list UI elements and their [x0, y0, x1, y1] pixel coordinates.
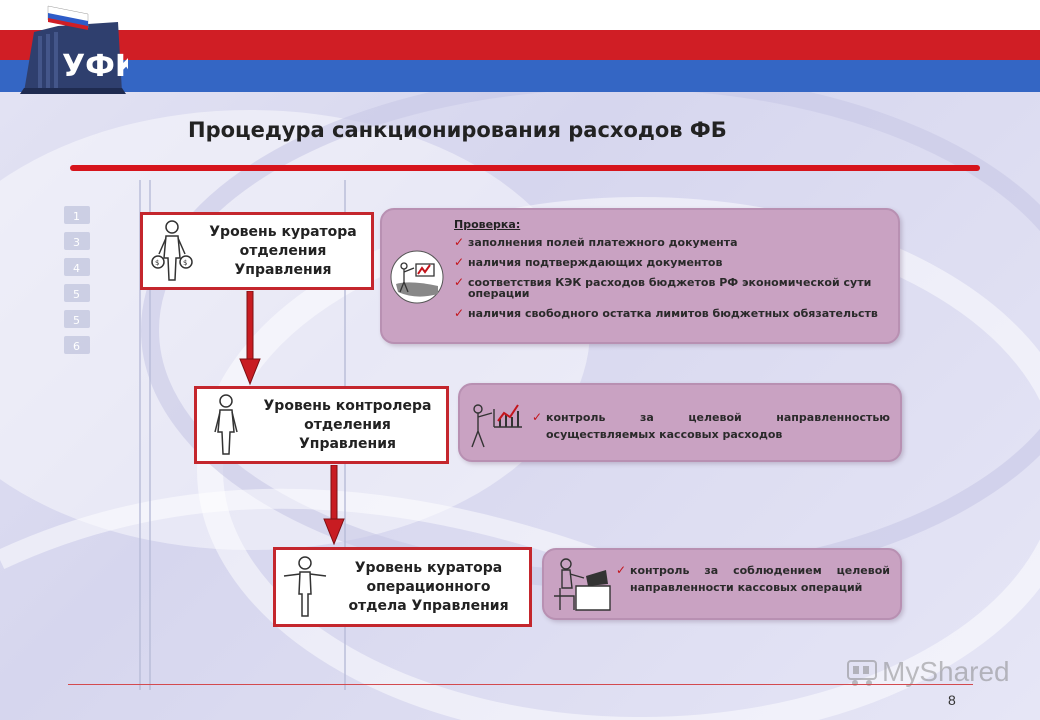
person-arms-out-icon: [283, 556, 327, 617]
svg-text:4: 4: [73, 262, 80, 275]
checkmark-icon: ✓: [454, 306, 465, 320]
check-heading: Проверка:: [454, 218, 521, 231]
header-red-stripe: [0, 30, 1040, 60]
down-arrow-icon: [239, 291, 261, 385]
svg-text:5: 5: [73, 288, 80, 301]
svg-text:1: 1: [73, 210, 80, 223]
level-1-label: Уровень куратора отделения Управления: [209, 223, 357, 278]
person-with-money-bags-icon: $ $: [151, 220, 193, 281]
down-arrow-icon: [323, 465, 345, 545]
panel-target-control: ✓контроль за целевой направленностью осу…: [458, 383, 902, 462]
svg-text:УФК: УФК: [62, 49, 128, 84]
level-3-label: Уровень куратора операционного отдела Уп…: [348, 559, 509, 614]
check-item: ✓наличия свободного остатка лимитов бюдж…: [454, 306, 878, 320]
checkmark-icon: ✓: [454, 255, 465, 269]
person-at-computer-icon: [554, 558, 611, 611]
page-number: 8: [948, 692, 956, 708]
level-controller-department: Уровень контролера отделения Управления: [194, 386, 449, 464]
header-white-stripe: [0, 0, 1040, 30]
checkmark-icon: ✓: [454, 235, 465, 249]
checkmark-icon: ✓: [616, 563, 627, 577]
panel-check-list: Проверка: ✓заполнения полей платежного д…: [380, 208, 900, 344]
check-item: ✓заполнения полей платежного документа: [454, 235, 738, 249]
check-item: ✓наличия подтверждающих документов: [454, 255, 723, 269]
svg-text:$: $: [183, 259, 187, 267]
level-curator-department: $ $ Уровень куратора отделения Управлени…: [140, 212, 374, 290]
svg-text:3: 3: [73, 236, 80, 249]
cart-logo-icon: [847, 660, 877, 686]
check-item: ✓контроль за целевой направленностью осу…: [532, 410, 890, 441]
svg-text:$: $: [155, 259, 159, 267]
checkmark-icon: ✓: [454, 275, 465, 289]
ufk-logo: УФК: [20, 5, 128, 94]
check-item: ✓соответствия КЭК расходов бюджетов РФ э…: [454, 275, 872, 300]
person-icon: [214, 394, 238, 455]
level-2-label: Уровень контролера отделения Управления: [263, 397, 432, 452]
presenter-chart-icon: [390, 250, 444, 304]
level-curator-operations: Уровень куратора операционного отдела Уп…: [273, 547, 532, 627]
presenter-chart-icon: [471, 404, 522, 448]
footer-rule: [68, 684, 973, 685]
svg-text:6: 6: [73, 340, 80, 353]
title-underline: [70, 165, 980, 171]
checkmark-icon: ✓: [532, 410, 543, 424]
header-blue-stripe: [0, 60, 1040, 92]
svg-text:5: 5: [73, 314, 80, 327]
watermark: MyShared: [846, 656, 1010, 688]
page-title: Процедура санкционирования расходов ФБ: [188, 118, 727, 142]
panel-operations-control: ✓контроль за соблюдением целевой направл…: [542, 548, 902, 620]
check-item: ✓контроль за соблюдением целевой направл…: [616, 563, 890, 594]
